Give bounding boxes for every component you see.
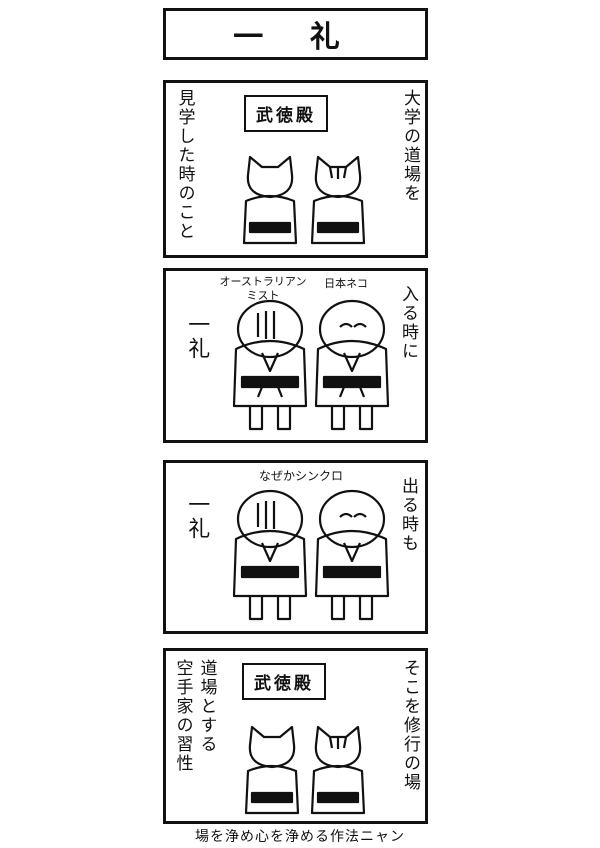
panel-1-right-text: 大学の道場を bbox=[400, 89, 420, 203]
panel-2-left-text: 一礼 bbox=[184, 313, 210, 361]
dojo-sign: 武徳殿 bbox=[244, 95, 328, 132]
panel-3-left-text: 一礼 bbox=[184, 493, 210, 541]
panel-3-bowing-cats-illustration bbox=[232, 489, 390, 621]
panel-2-right-text: 入る時に bbox=[398, 285, 418, 361]
panel-3-right-text: 出る時も bbox=[398, 477, 418, 553]
panel-4-left-text-2: 道場とする bbox=[196, 659, 217, 754]
panel-2-bowing-cats-illustration bbox=[232, 299, 390, 431]
bottom-caption: 場を浄め心を浄める作法ニャン bbox=[195, 829, 405, 845]
panel-4-right-text: そこを修行の場 bbox=[400, 659, 420, 792]
label-synchro: なぜかシンクロ bbox=[258, 469, 343, 483]
panel-1-left-text: 見学した時のこと bbox=[174, 89, 195, 241]
panel-4: 武徳殿 空手家の習性 道場とする そこを修行の場 bbox=[163, 648, 428, 824]
panel-1-cats-illustration bbox=[242, 155, 366, 245]
comic-title: 一 礼 bbox=[233, 20, 358, 55]
comic-title-box: 一 礼 bbox=[163, 8, 428, 60]
dojo-sign-2: 武徳殿 bbox=[242, 663, 326, 700]
label-japanese-cat: 日本ネコ bbox=[324, 277, 368, 290]
panel-2: オーストラリアン ミスト 日本ネコ 一礼 入る時に bbox=[163, 268, 428, 443]
label-australian-mist: オーストラリアン ミスト bbox=[219, 275, 307, 302]
panel-4-cats-illustration bbox=[244, 725, 366, 815]
panel-1: 武徳殿 見学した時のこと 大学の道場を bbox=[163, 80, 428, 258]
panel-3: なぜかシンクロ 一礼 出る時も bbox=[163, 460, 428, 634]
panel-4-left-text-1: 空手家の習性 bbox=[172, 659, 193, 773]
